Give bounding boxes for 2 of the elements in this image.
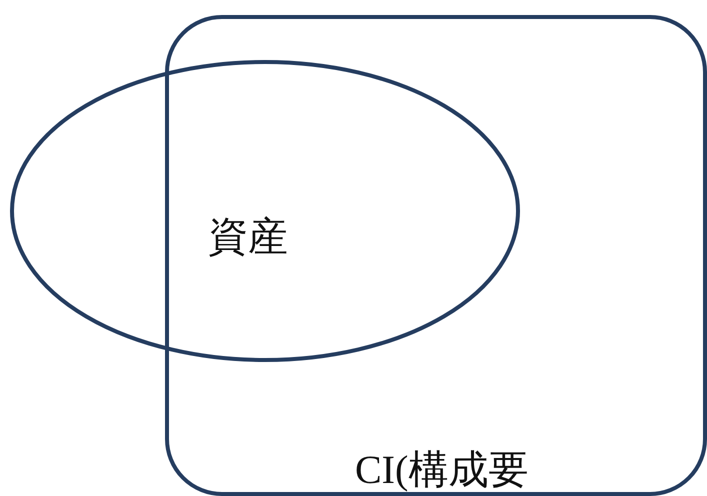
set-label: CI(構成要 bbox=[355, 450, 528, 490]
set-label: 資産 bbox=[208, 217, 288, 257]
